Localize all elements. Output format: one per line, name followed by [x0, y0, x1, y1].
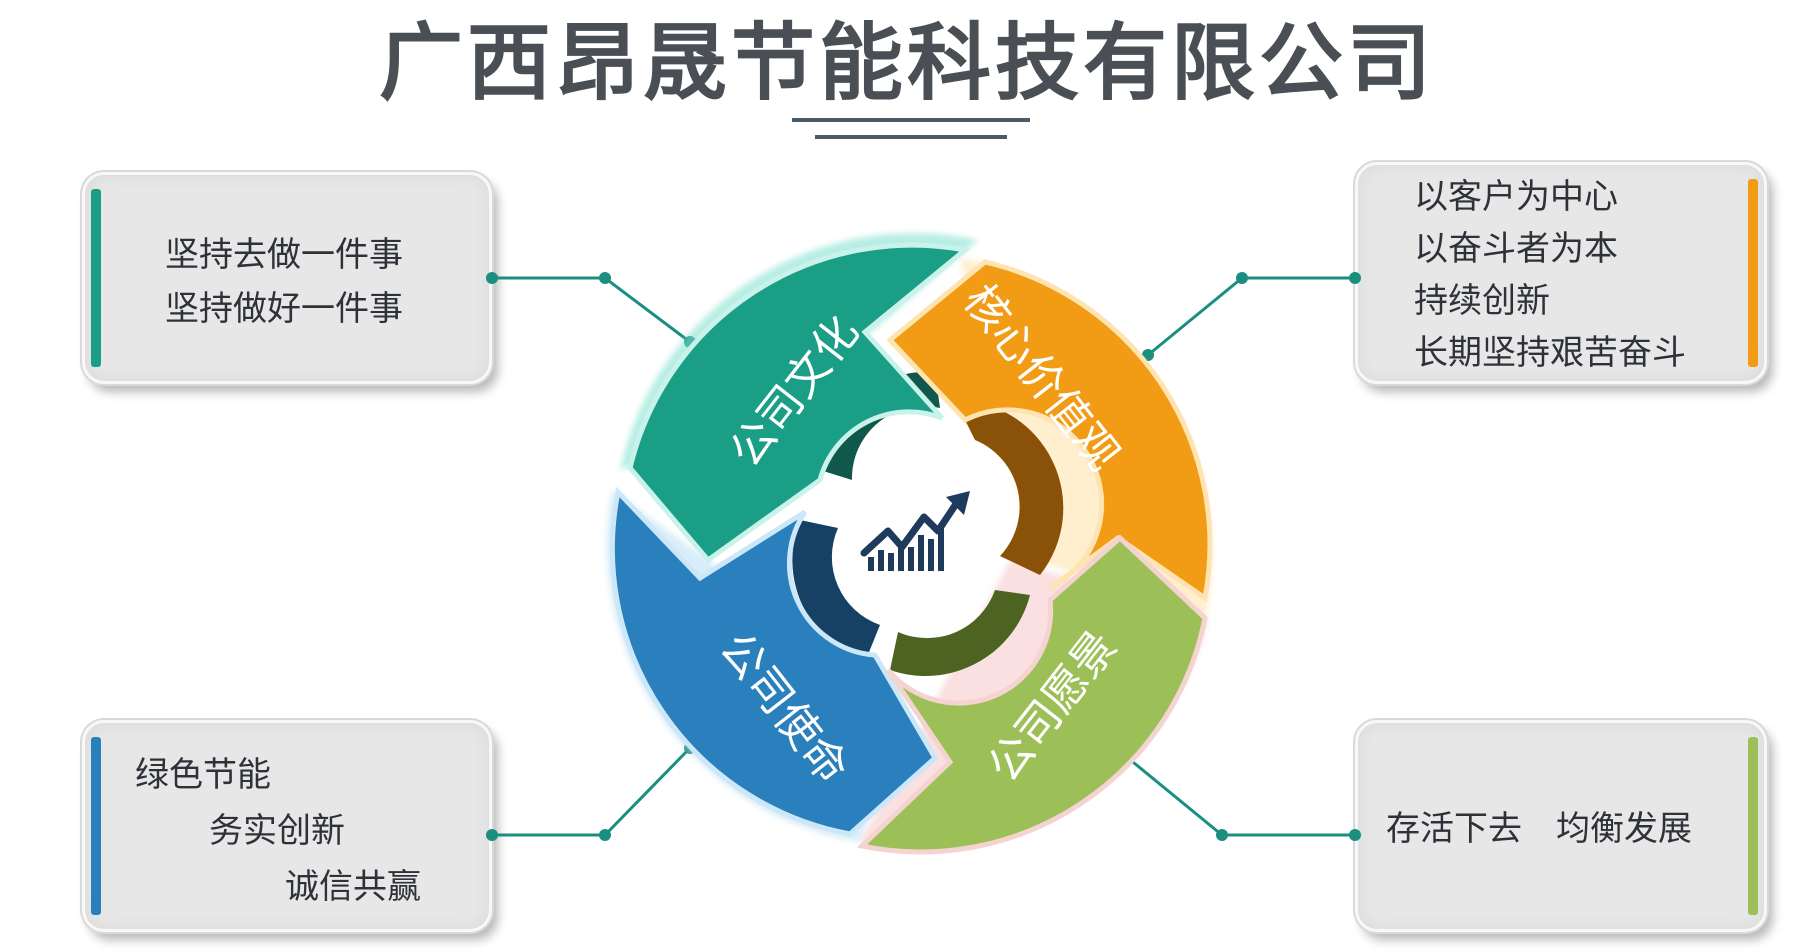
connector-vision: [1122, 752, 1361, 841]
segment-values: [886, 259, 1213, 603]
growth-chart-icon: [860, 491, 970, 571]
inner-ring-blue: [792, 520, 880, 662]
inner-ring-orange: [955, 399, 1064, 575]
mission-line-1: 绿色节能: [135, 755, 271, 795]
page-title: 广西昂晟节能科技有限公司: [378, 14, 1435, 112]
culture-box-accent-bar: [91, 189, 101, 367]
values-box: 以客户为中心 以奋斗者为本 持续创新 长期坚持艰苦奋斗: [1355, 162, 1767, 384]
segment-culture: [627, 242, 971, 564]
culture-box: 坚持去做一件事 坚持做好一件事: [82, 172, 492, 384]
inner-ring-green: [890, 590, 1030, 676]
mission-box: 绿色节能 务实创新 诚信共赢: [82, 720, 492, 932]
values-line-4: 长期坚持艰苦奋斗: [1414, 333, 1686, 373]
values-line-1: 以客户为中心: [1414, 177, 1618, 217]
values-line-2: 以奋斗者为本: [1414, 229, 1618, 269]
values-box-accent-bar: [1748, 179, 1758, 367]
values-line-3: 持续创新: [1414, 281, 1550, 321]
segment-vision: [856, 534, 1208, 855]
connector-mission: [486, 742, 696, 841]
culture-line-1: 坚持去做一件事: [165, 235, 403, 275]
mission-line-2: 务实创新: [209, 811, 345, 851]
vision-box-accent-bar: [1748, 737, 1758, 915]
connector-culture: [486, 272, 696, 348]
culture-line-2: 坚持做好一件事: [165, 289, 403, 329]
segment-mission: [609, 486, 939, 837]
mission-line-3: 诚信共赢: [285, 867, 421, 907]
mission-box-accent-bar: [91, 737, 101, 915]
connector-values: [1142, 272, 1361, 361]
title-underline: [792, 118, 1030, 122]
title-underline-short: [815, 135, 1007, 139]
vision-box: 存活下去 均衡发展: [1355, 720, 1767, 932]
vision-text: 存活下去 均衡发展: [1386, 809, 1692, 849]
